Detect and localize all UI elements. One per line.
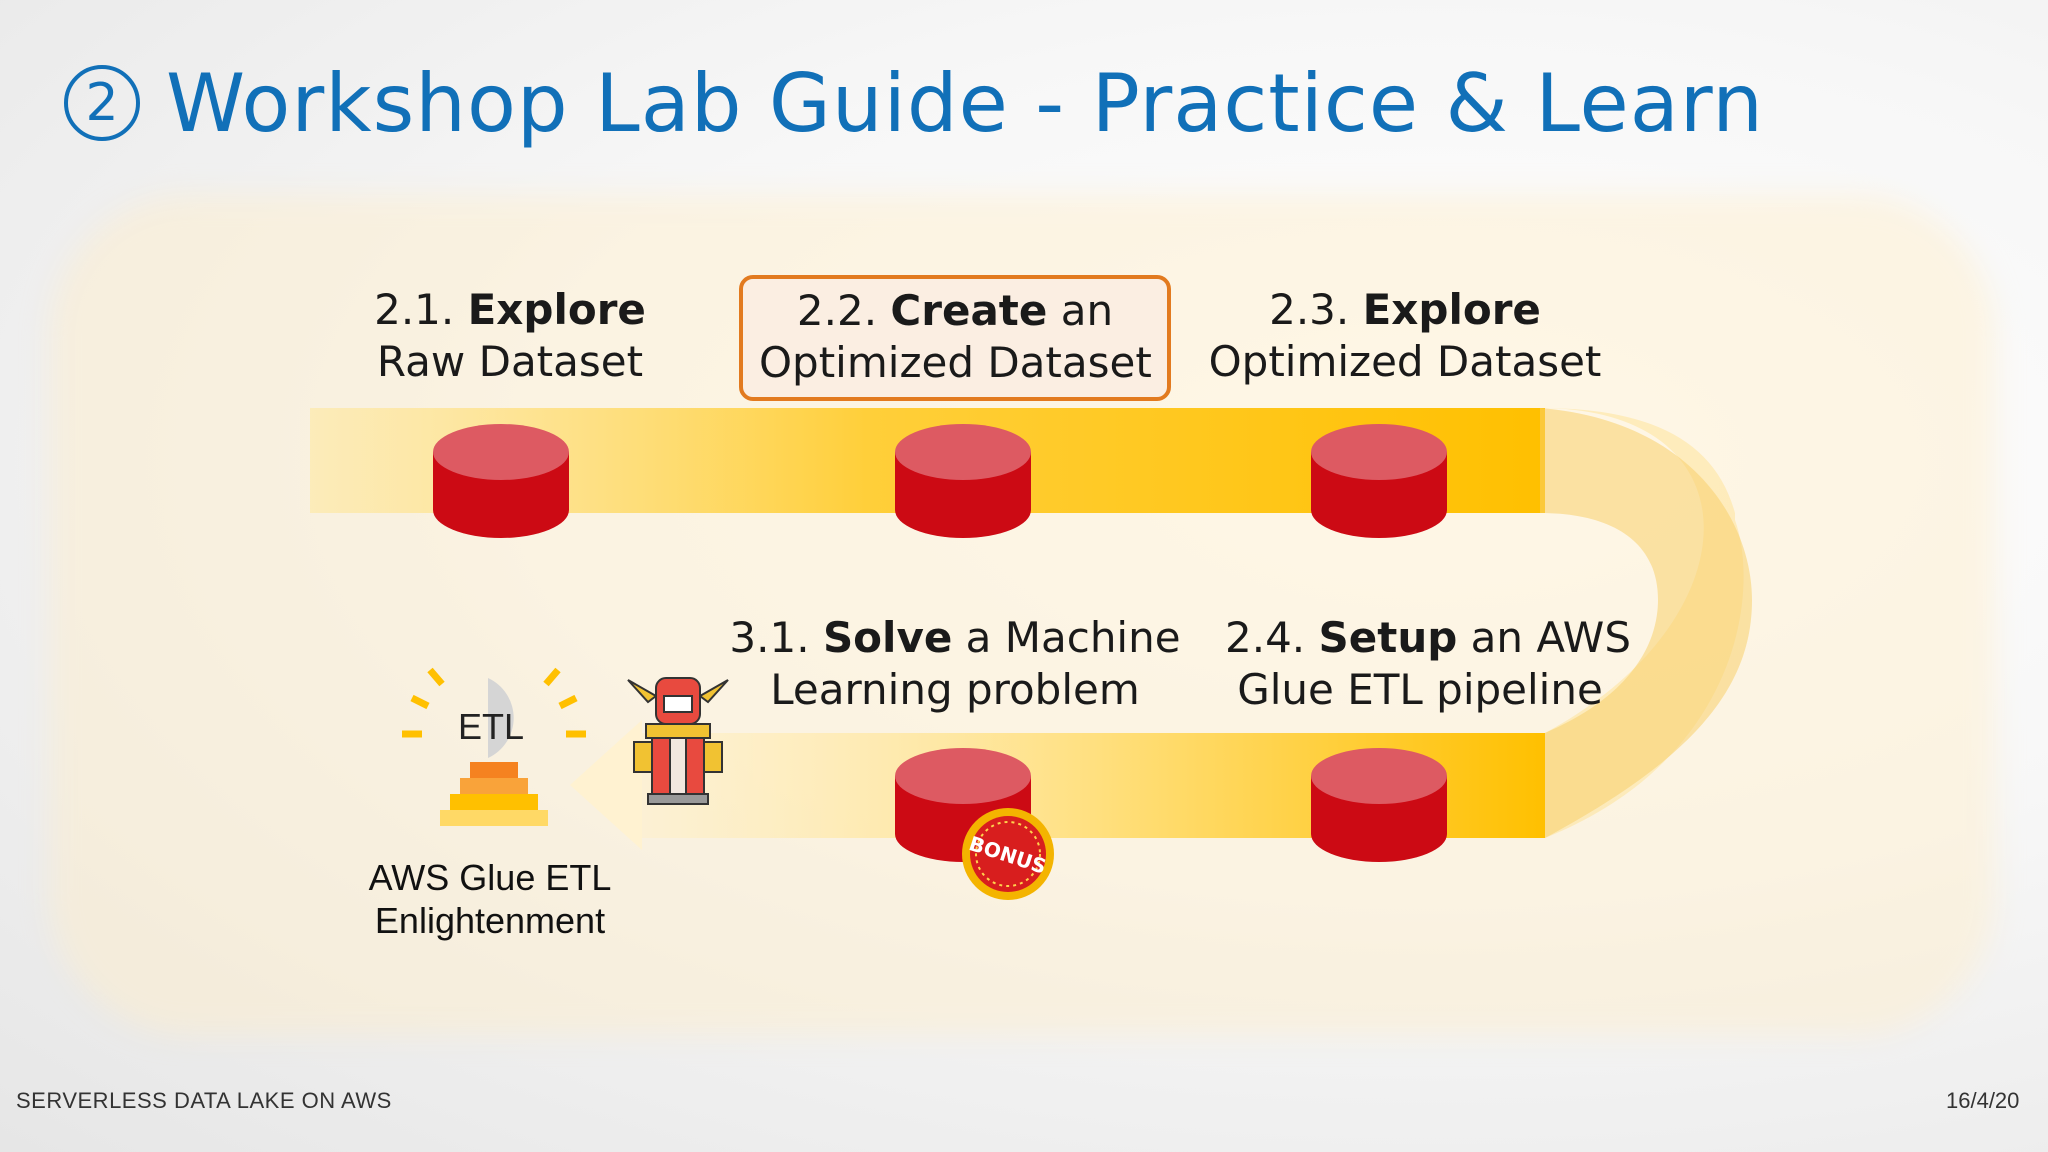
database-icon bbox=[1311, 748, 1447, 862]
database-icon bbox=[895, 424, 1031, 538]
path-curve-inner bbox=[1540, 408, 1752, 838]
path-arrow-head bbox=[570, 720, 642, 850]
step-2-4-label: 2.4. Setup an AWS Glue ETL pipeline bbox=[1225, 613, 1631, 714]
etl-caption-line2: Enlightenment bbox=[374, 900, 606, 941]
etl-glue-icon bbox=[402, 667, 586, 826]
etl-icon-label: ETL bbox=[458, 706, 525, 747]
step-2-1-label: 2.1. Explore Raw Dataset bbox=[374, 285, 646, 386]
footer-date: 16/4/20 bbox=[1946, 1088, 2020, 1113]
step-2-3-label: 2.3. Explore Optimized Dataset bbox=[1208, 285, 1602, 386]
step-number-circle: 2 bbox=[64, 65, 140, 141]
etl-caption: AWS Glue ETL Enlightenment bbox=[350, 856, 630, 942]
database-icon bbox=[1311, 424, 1447, 538]
step-2-2-label: 2.2. Create an Optimized Dataset bbox=[739, 275, 1171, 401]
warrior-icon bbox=[627, 677, 729, 805]
footer-title: SERVERLESS DATA LAKE ON AWS bbox=[16, 1088, 392, 1113]
bonus-badge-icon: BONUS bbox=[962, 808, 1054, 900]
step-3-1-label: 3.1. Solve a Machine Learning problem bbox=[729, 613, 1181, 714]
etl-caption-line1: AWS Glue ETL bbox=[368, 857, 612, 898]
slide-title-text: Workshop Lab Guide - Practice & Learn bbox=[166, 56, 1764, 150]
slide-title: 2 Workshop Lab Guide - Practice & Learn bbox=[64, 48, 1764, 158]
database-icon bbox=[433, 424, 569, 538]
